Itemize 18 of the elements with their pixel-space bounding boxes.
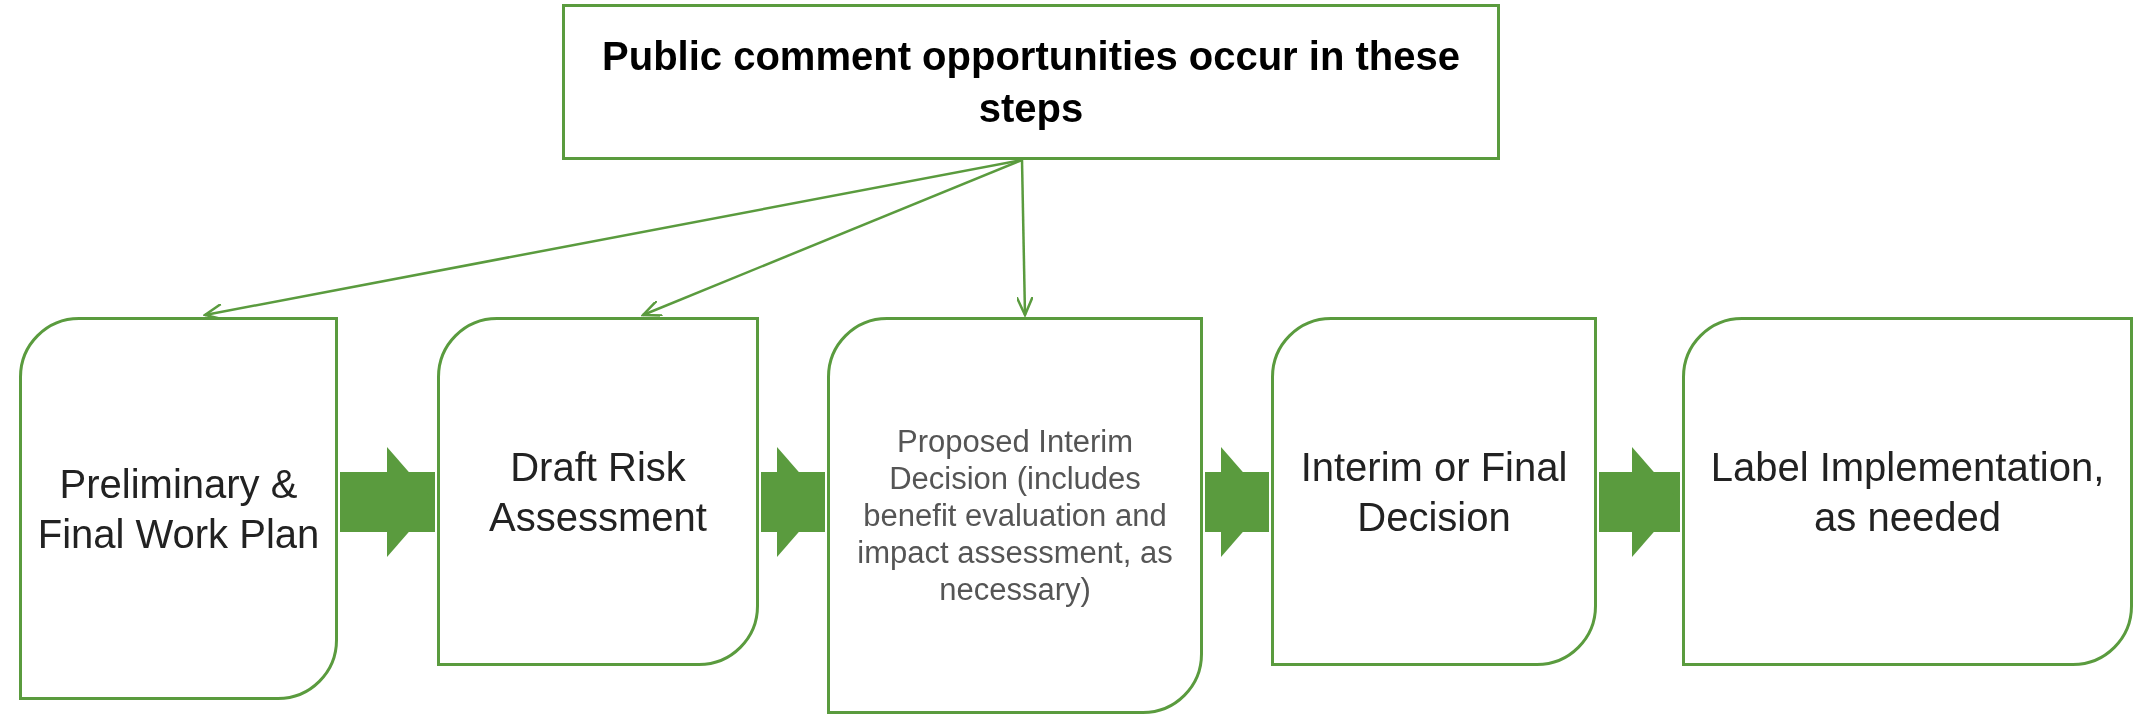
step-label: Preliminary & Final Work Plan <box>36 460 321 558</box>
process-box <box>1682 317 2133 666</box>
process-box <box>19 317 338 700</box>
step-label: Draft Risk Assessment <box>488 443 708 541</box>
process-box <box>827 317 1203 714</box>
step-label: Proposed Interim Decision (includes benefit evaluation and impact assessment, as necessary) <box>856 422 1174 609</box>
step-label: Interim or Final Decision <box>1299 443 1569 541</box>
process-box <box>1271 317 1597 666</box>
block-arrow <box>761 447 825 557</box>
arrow <box>641 158 1023 317</box>
block-arrow <box>1205 447 1269 557</box>
arrow <box>1015 159 1034 317</box>
block-arrow <box>1599 447 1680 557</box>
note-box <box>562 4 1500 160</box>
block-arrow <box>340 447 435 557</box>
step-label: Label Implementation, as needed <box>1709 443 2106 541</box>
note-text: Public comment opportunities occur in these steps <box>601 33 1461 132</box>
process-box <box>437 317 759 666</box>
